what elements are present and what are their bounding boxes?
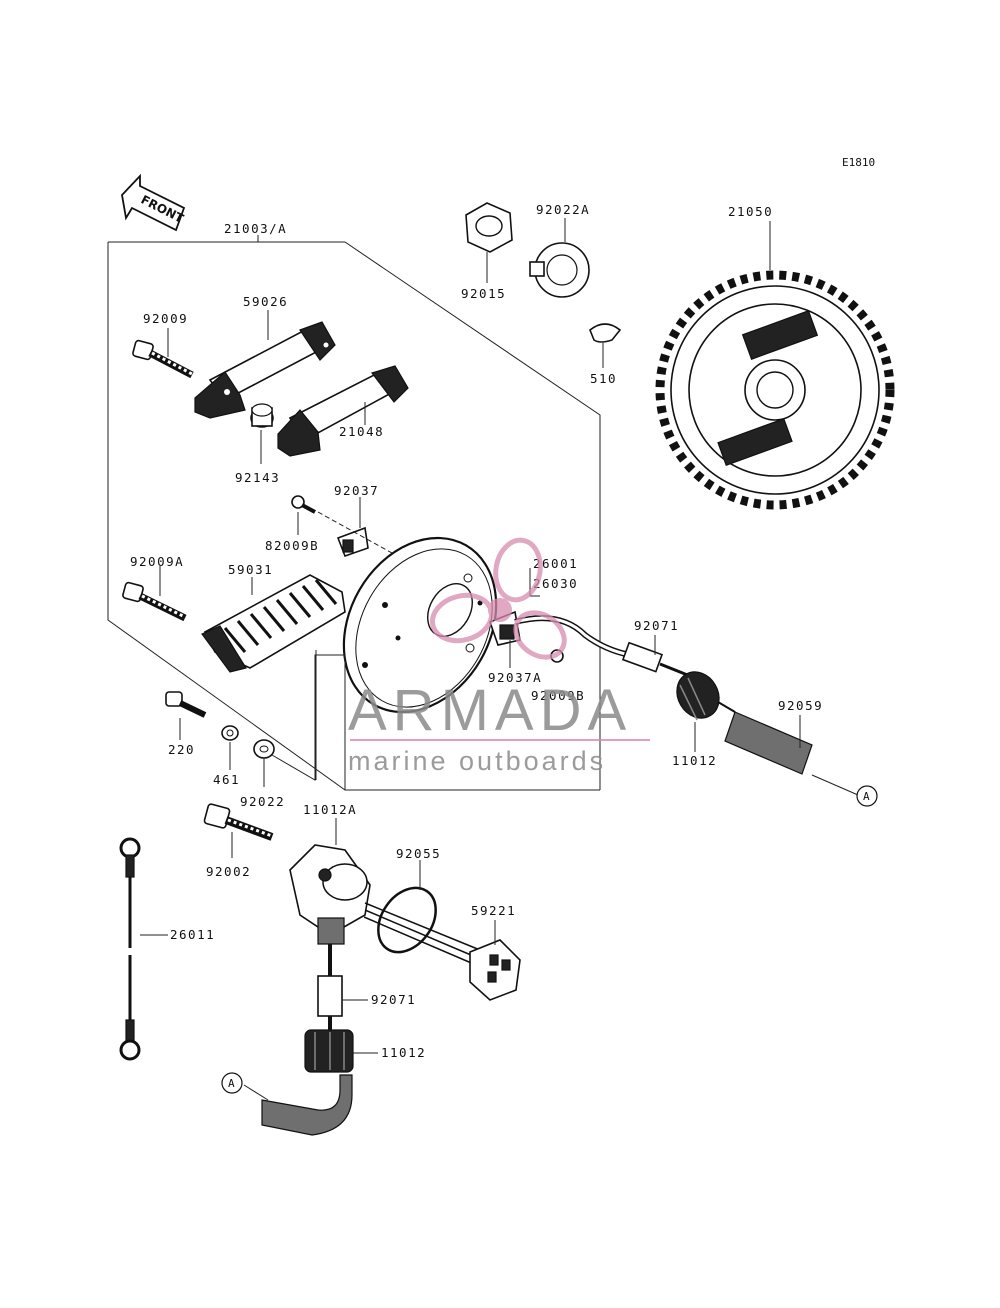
- assembly-outline-bottom: [107, 242, 600, 791]
- callout-a-right: A: [856, 785, 878, 807]
- label-92022A: 92022A: [536, 202, 590, 217]
- label-92037: 92037: [334, 483, 379, 498]
- reference-code: E1810: [842, 156, 875, 169]
- label-59031: 59031: [228, 562, 273, 577]
- label-92009: 92009: [143, 311, 188, 326]
- ground-lead-26011: [119, 837, 141, 1061]
- front-arrow-icon: FRONT: [121, 173, 187, 232]
- callout-a-left: A: [221, 1072, 243, 1094]
- washer-92022: [253, 739, 275, 759]
- label-11012A: 11012A: [303, 802, 357, 817]
- label-92037A: 92037A: [488, 670, 542, 685]
- nut-92015: [465, 202, 513, 253]
- tube-elbow: [261, 1074, 353, 1136]
- assembly-outline-top: [108, 241, 601, 790]
- label-92009A: 92009A: [130, 554, 184, 569]
- collar-92143: [250, 403, 274, 428]
- label-11012-bottom: 11012: [381, 1045, 426, 1060]
- label-26011: 26011: [170, 927, 215, 942]
- clamp-92037: [336, 526, 369, 558]
- label-92071-top: 92071: [634, 618, 679, 633]
- o-ring-92055: [377, 886, 437, 954]
- wire-harness: [363, 902, 481, 966]
- flywheel-rotor: [655, 270, 895, 510]
- tube-92059: [717, 701, 813, 775]
- bolt-92002: [203, 803, 274, 841]
- cover-11012A: [289, 844, 371, 945]
- connector-59221: [469, 939, 521, 1001]
- screw-82009B: [291, 495, 316, 514]
- label-21048: 21048: [339, 424, 384, 439]
- label-26030: 26030: [533, 576, 578, 591]
- coil-21048: [277, 365, 409, 457]
- label-92009B: 92009B: [531, 688, 585, 703]
- bushing-11012-top: [676, 671, 720, 721]
- stator-plate: [342, 536, 498, 714]
- label-510: 510: [590, 371, 617, 386]
- watermark: ARMADA marine outboards: [348, 537, 650, 776]
- label-92071-bottom: 92071: [371, 992, 416, 1007]
- key-510: [589, 323, 622, 343]
- bolt-220: [165, 691, 207, 718]
- label-220: 220: [168, 742, 195, 757]
- washer-92022A: [529, 242, 590, 298]
- nut-461: [221, 725, 239, 741]
- label-59026: 59026: [243, 294, 288, 309]
- watermark-brand: ARMADA: [348, 678, 632, 743]
- svg-text:A: A: [863, 790, 870, 803]
- label-21050: 21050: [728, 204, 773, 219]
- bolt-92009: [132, 339, 194, 379]
- label-461: 461: [213, 772, 240, 787]
- grommet-92071-bottom: [317, 944, 343, 1030]
- label-92002: 92002: [206, 864, 251, 879]
- grommet-92071-top: [621, 641, 691, 678]
- coil-59031: [201, 574, 346, 673]
- bushing-11012-bottom: [304, 1029, 354, 1073]
- svg-text:A: A: [228, 1077, 235, 1090]
- label-59221: 59221: [471, 903, 516, 918]
- watermark-tagline: marine outboards: [348, 746, 606, 776]
- label-26001: 26001: [533, 556, 578, 571]
- bolt-92009A: [122, 581, 187, 622]
- label-92015: 92015: [461, 286, 506, 301]
- label-82009B: 82009B: [265, 538, 319, 553]
- watermark-propeller-icon: [429, 537, 567, 660]
- label-92059: 92059: [778, 698, 823, 713]
- clamp-92037A: [499, 624, 515, 640]
- label-21003A: 21003/A: [224, 221, 287, 236]
- label-11012-top: 11012: [672, 753, 717, 768]
- label-92022: 92022: [240, 794, 285, 809]
- label-92055: 92055: [396, 846, 441, 861]
- label-92143: 92143: [235, 470, 280, 485]
- coil-59026: [194, 321, 336, 419]
